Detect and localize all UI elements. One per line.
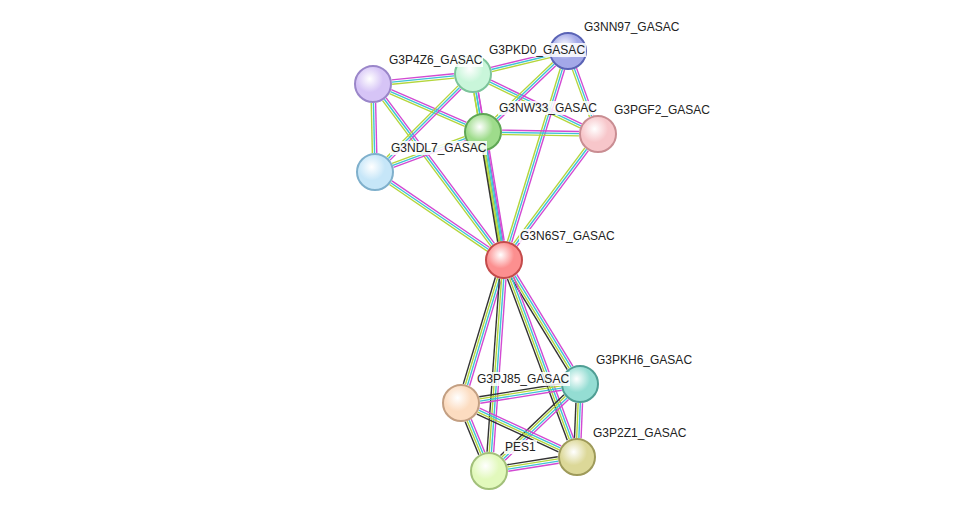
evidence-line xyxy=(487,279,499,452)
protein-node: G3P2Z1_GASAC xyxy=(558,438,596,476)
interaction-edge xyxy=(389,181,489,251)
interaction-edge xyxy=(371,103,377,153)
node-label: G3N6S7_GASAC xyxy=(519,229,616,243)
evidence-line xyxy=(376,103,377,153)
interaction-edge xyxy=(465,419,485,454)
evidence-line xyxy=(392,78,454,84)
evidence-line xyxy=(489,279,501,452)
node-label: G3NW33_GASAC xyxy=(498,101,598,115)
evidence-line xyxy=(371,103,372,153)
evidence-line xyxy=(489,150,504,241)
protein-node: G3P4Z6_GASAC xyxy=(354,65,392,103)
evidence-line xyxy=(502,132,579,133)
evidence-line xyxy=(577,403,578,438)
protein-node: G3NDL7_GASAC xyxy=(356,153,394,191)
evidence-line xyxy=(487,151,502,242)
node-label: G3P4Z6_GASAC xyxy=(388,53,483,67)
evidence-line xyxy=(502,135,579,136)
interaction-edge xyxy=(479,384,562,404)
interaction-edge xyxy=(502,130,579,136)
evidence-line xyxy=(507,457,557,465)
evidence-line xyxy=(485,151,500,242)
evidence-line xyxy=(508,279,568,440)
evidence-line xyxy=(579,403,580,438)
node-label: G3P2Z1_GASAC xyxy=(592,426,687,440)
protein-node: G3N6S7_GASAC xyxy=(485,241,523,279)
protein-node: G3PJ85_GASAC xyxy=(442,384,480,422)
evidence-line xyxy=(492,58,550,72)
evidence-line xyxy=(510,69,563,242)
interaction-edge xyxy=(392,74,455,85)
evidence-line xyxy=(510,278,570,439)
protein-node: G3PGF2_GASAC xyxy=(579,115,617,153)
evidence-line xyxy=(502,130,579,131)
evidence-line xyxy=(512,70,565,243)
interaction-edge xyxy=(507,457,559,472)
evidence-line xyxy=(574,403,575,438)
evidence-line xyxy=(480,386,561,399)
evidence-line xyxy=(465,422,479,455)
node-label: PES1 xyxy=(504,440,537,454)
interaction-edge xyxy=(508,277,574,441)
node-label: G3PJ85_GASAC xyxy=(476,372,570,386)
evidence-line xyxy=(512,277,572,438)
evidence-line xyxy=(491,55,549,69)
interaction-edge xyxy=(574,403,582,438)
interaction-edge xyxy=(511,274,573,369)
node-label: G3NN97_GASAC xyxy=(583,20,680,34)
node-label: G3PGF2_GASAC xyxy=(613,103,711,117)
interaction-edge xyxy=(483,150,504,242)
evidence-line xyxy=(392,181,490,248)
evidence-line xyxy=(467,421,481,454)
node-label: G3PKH6_GASAC xyxy=(595,353,693,367)
evidence-line xyxy=(463,277,495,384)
evidence-line xyxy=(581,403,582,438)
evidence-line xyxy=(373,103,374,153)
protein-node: PES1 xyxy=(470,452,508,490)
evidence-line xyxy=(389,185,487,252)
node-label: G3PKD0_GASAC xyxy=(488,43,586,57)
evidence-line xyxy=(513,277,569,369)
evidence-line xyxy=(483,151,498,242)
evidence-line xyxy=(391,183,489,250)
node-label: G3NDL7_GASAC xyxy=(390,141,487,155)
